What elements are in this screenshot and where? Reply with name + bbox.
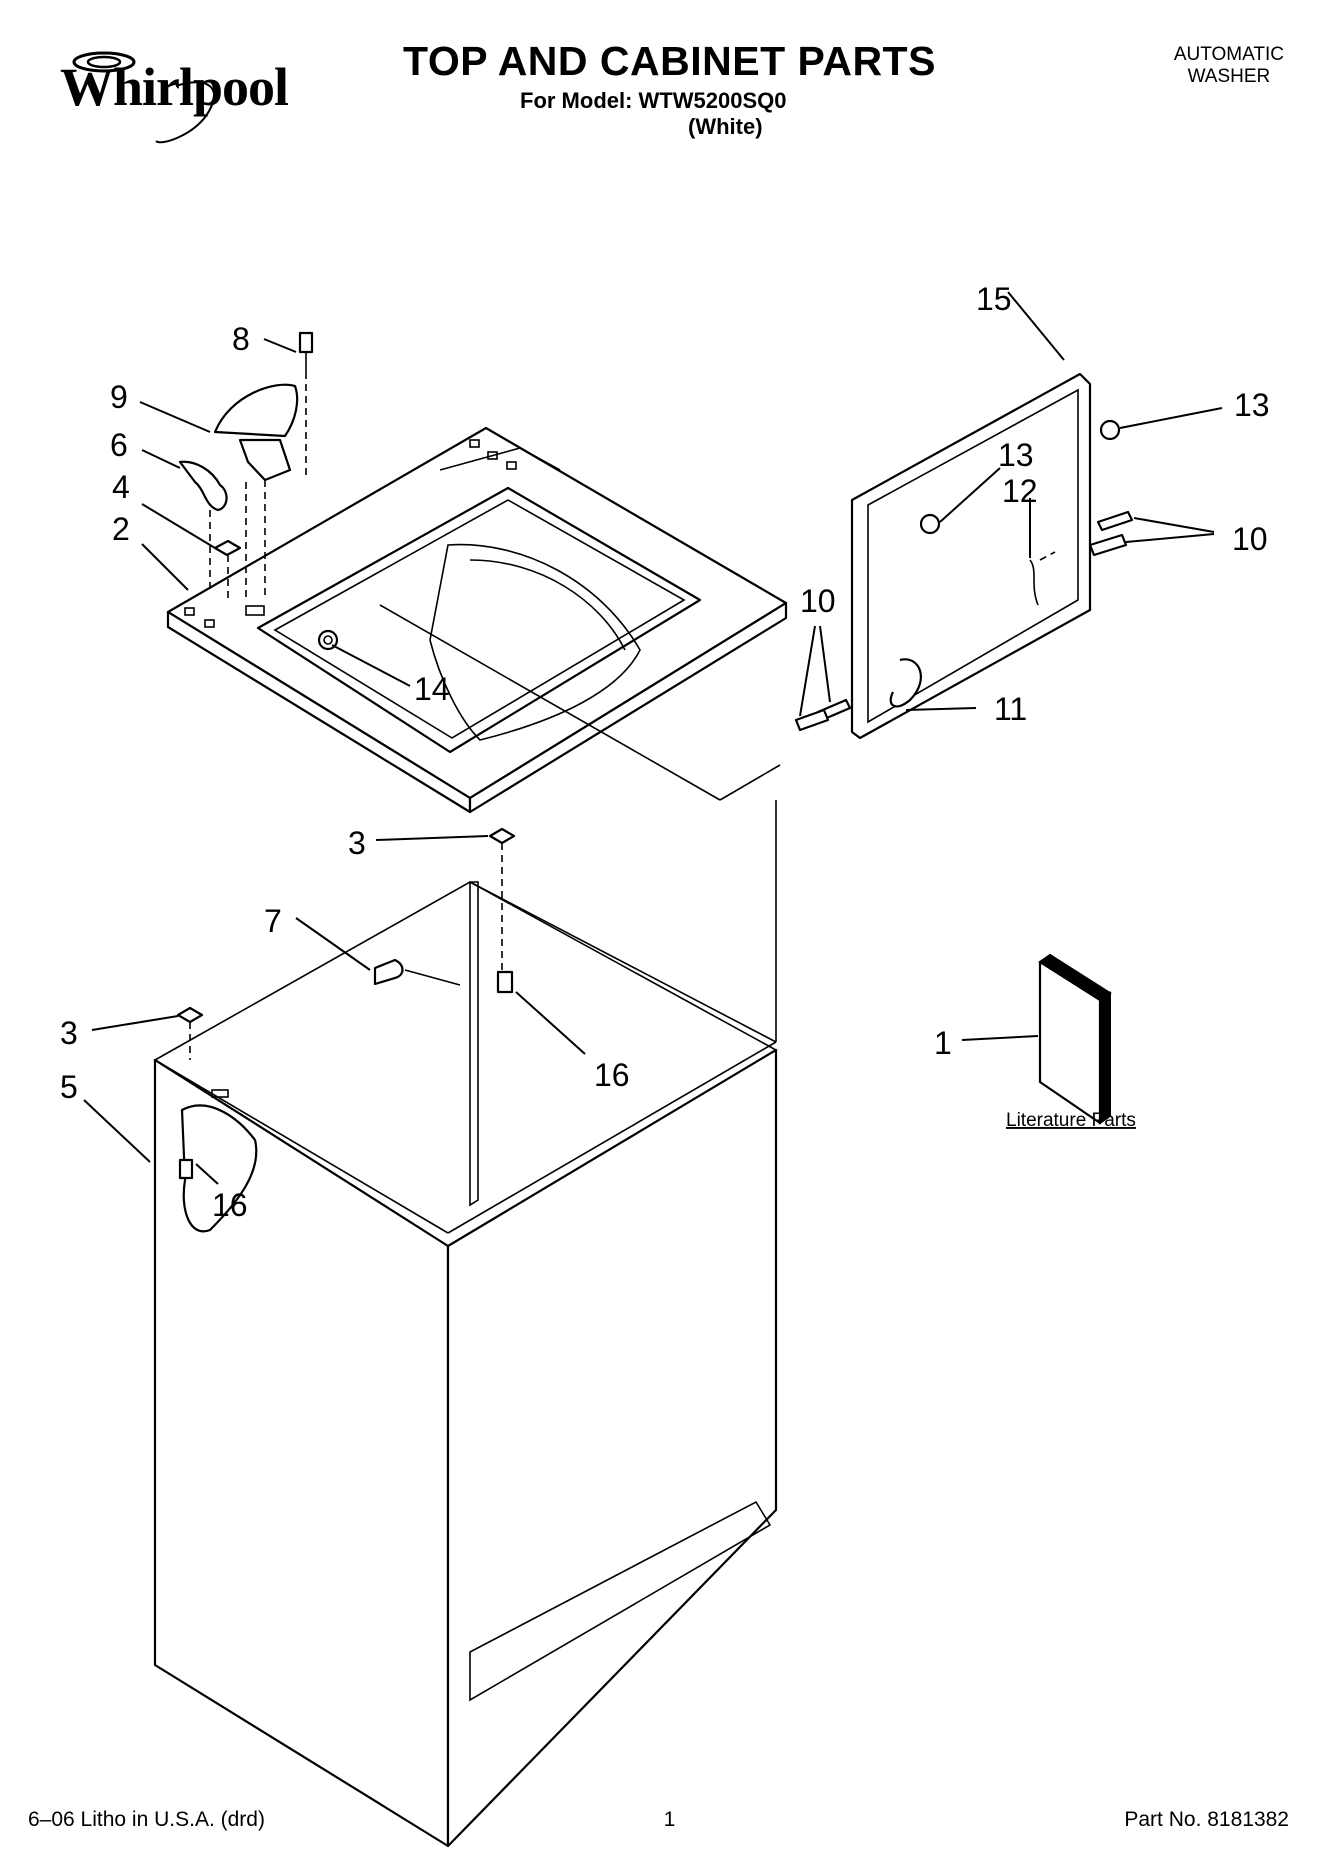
callout-10-right: 10 bbox=[1232, 521, 1268, 557]
callout-13-lower: 13 bbox=[998, 437, 1034, 473]
callout-15: 15 bbox=[976, 281, 1012, 317]
callout-9: 9 bbox=[110, 379, 128, 415]
callout-11: 11 bbox=[994, 691, 1027, 727]
callout-13-upper: 13 bbox=[1234, 387, 1270, 423]
cabinet bbox=[153, 800, 778, 1848]
logo-swirl-icon bbox=[72, 51, 216, 144]
callout-8: 8 bbox=[232, 321, 250, 357]
brand-wordmark: Whirlpool bbox=[60, 57, 289, 117]
callout-3-upper: 3 bbox=[348, 825, 366, 861]
callout-1: 1 bbox=[934, 1025, 952, 1061]
callout-2: 2 bbox=[112, 511, 130, 547]
product-type: AUTOMATIC WASHER bbox=[1174, 44, 1284, 88]
back-panel bbox=[794, 372, 1134, 740]
callout-3-lower: 3 bbox=[60, 1015, 78, 1051]
color-line: (White) bbox=[688, 114, 763, 139]
callout-5: 5 bbox=[60, 1069, 78, 1105]
callout-16-lower: 16 bbox=[212, 1187, 248, 1223]
callout-12: 12 bbox=[1002, 473, 1038, 509]
callout-6: 6 bbox=[110, 427, 128, 463]
literature-parts-label: Literature Parts bbox=[1006, 1110, 1136, 1131]
page-title: TOP AND CABINET PARTS bbox=[403, 38, 936, 84]
footer-part-number: Part No. 8181382 bbox=[1124, 1808, 1289, 1831]
callout-4: 4 bbox=[112, 469, 130, 505]
literature-parts-box bbox=[1038, 953, 1112, 1125]
callout-7: 7 bbox=[264, 903, 282, 939]
callout-10-left: 10 bbox=[800, 583, 836, 619]
product-type-line2: WASHER bbox=[1187, 66, 1271, 87]
lid-switch-assembly bbox=[178, 331, 314, 600]
footer-page-number: 1 bbox=[663, 1808, 676, 1831]
model-line: For Model: WTW5200SQ0 bbox=[520, 88, 787, 113]
product-type-line1: AUTOMATIC bbox=[1173, 44, 1284, 65]
footer-litho: 6–06 Litho in U.S.A. (drd) bbox=[28, 1808, 265, 1831]
callout-labels: 8 9 6 4 2 14 15 13 13 12 10 10 11 3 7 3 … bbox=[60, 281, 1270, 1223]
leader-lines bbox=[83, 291, 1223, 1185]
callout-14: 14 bbox=[414, 671, 450, 707]
washer-top-panel bbox=[166, 426, 788, 814]
callout-16-upper: 16 bbox=[594, 1057, 630, 1093]
whirlpool-logo: Whirlpool bbox=[60, 51, 289, 144]
